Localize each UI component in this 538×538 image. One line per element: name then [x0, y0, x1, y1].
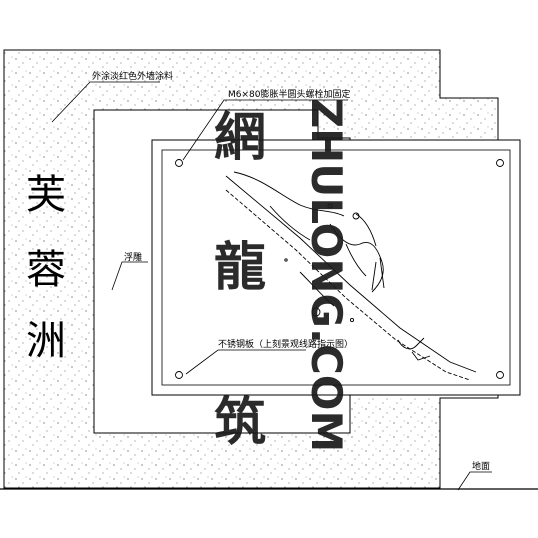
watermark: 筑 龍 網 ZHULONG.COM: [214, 98, 351, 453]
ground-leader: [457, 471, 492, 491]
bolt-hole: [496, 159, 504, 167]
leader-lines: [51, 81, 492, 491]
upper-leader: [111, 261, 148, 291]
bolt-label: M6×80膨胀半圆头螺栓加固定: [228, 88, 351, 100]
watermark-char-2: 龍: [214, 238, 266, 298]
title-char-2: 蓉: [26, 247, 66, 293]
steel-plate-outer: [151, 139, 521, 396]
outer-wall-label: 外涂淡红色外墙涂料: [92, 70, 173, 82]
watermark-latin: ZHULONG.COM: [302, 98, 351, 453]
plate-leader: [185, 349, 306, 375]
vertical-title: 芙 蓉 洲: [26, 172, 66, 364]
bolt-holes: [175, 159, 504, 379]
upper-label: 浮雕: [124, 251, 142, 263]
bolt-leader: [182, 99, 348, 161]
title-char-1: 芙: [26, 172, 66, 218]
outer-wall-leader: [51, 81, 160, 123]
bolt-hole: [175, 159, 183, 167]
bolt-hole: [496, 371, 504, 379]
watermark-char-3: 網: [214, 108, 266, 168]
watermark-char-1: 筑: [214, 393, 266, 453]
title-char-3: 洲: [26, 318, 66, 364]
steel-plate-inner: [161, 149, 511, 386]
ground-label: 地面: [472, 460, 490, 472]
bolt-hole: [175, 371, 183, 379]
route-map: [225, 171, 477, 381]
plate-label: 不锈钢板（上刻景观线路指示图）: [218, 338, 353, 350]
